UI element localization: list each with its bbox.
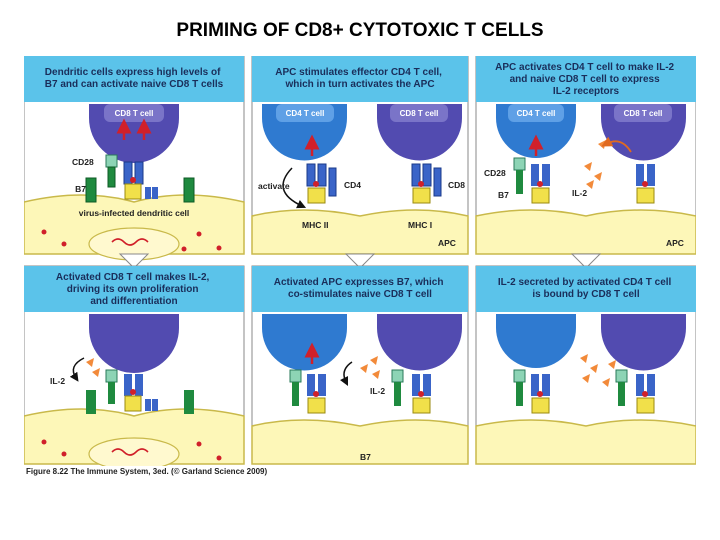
panel-header	[476, 56, 696, 102]
panel-header	[252, 266, 468, 312]
dendritic-cell	[24, 194, 245, 255]
b7-molecule	[85, 177, 97, 203]
panel-header-line: APC activates CD4 T cell to make IL-2	[495, 62, 674, 73]
cd8-t-cell	[601, 314, 686, 371]
dendritic-cell-label: virus-infected dendritic cell	[79, 208, 190, 218]
cell-label: CD4 T cell	[286, 109, 325, 118]
caption-book: The Immune System, 3ed.	[70, 467, 169, 476]
panel-header	[252, 56, 468, 102]
svg-text:Dendritic cells express high l: Dendritic cells express high levels of B…	[45, 67, 224, 90]
cd4-t-cell	[262, 314, 347, 371]
caption-copyright: (© Garland Science 2009)	[170, 467, 268, 476]
panel-header-line: IL-2 receptors	[553, 86, 620, 97]
panel-header-line: B7 and can activate naive CD8 T cells	[45, 79, 224, 90]
dendritic-cell	[24, 408, 245, 465]
il2-label: IL-2	[572, 188, 587, 198]
apc-cell	[251, 419, 469, 465]
mhc2-label: MHC II	[302, 220, 328, 230]
panel-2: APC stimulates effector CD4 T cell, whic…	[251, 56, 469, 255]
panel-header-line: and naive CD8 T cell to express	[510, 74, 660, 85]
activate-label: activate	[258, 181, 290, 191]
cell-label: CD8 T cell	[400, 109, 439, 118]
page-title: PRIMING OF CD8+ CYTOTOXIC T CELLS	[176, 20, 544, 41]
figure-diagram: Dendritic cells express high levels of B…	[24, 56, 696, 466]
panel-header-line: is bound by CD8 T cell	[532, 289, 639, 300]
svg-text:Activated APC expresses B7, wh: Activated APC expresses B7, which co-sti…	[274, 277, 446, 300]
virus-particles	[41, 229, 222, 252]
b7-label: B7	[498, 190, 509, 200]
cd8-label: CD8	[448, 180, 465, 190]
cell-label: CD8 T cell	[115, 109, 154, 118]
apc-label: APC	[666, 238, 684, 248]
cd8-t-cell	[377, 314, 462, 371]
activate-arrow	[282, 167, 307, 209]
b7-label: B7	[75, 184, 86, 194]
figure-caption: Figure 8.22 The Immune System, 3ed. (© G…	[26, 467, 267, 476]
cell-label: CD4 T cell	[517, 109, 556, 118]
cd28-receptor	[105, 154, 118, 168]
cd28-label: CD28	[484, 168, 506, 178]
b7-label: B7	[360, 452, 371, 462]
mhc1-label: MHC I	[408, 220, 432, 230]
panel-header	[476, 266, 696, 312]
panel-4: Activated CD8 T cell makes IL-2, driving…	[24, 265, 245, 466]
panel-header-line: and differentiation	[90, 296, 177, 307]
mhc	[124, 183, 142, 200]
apc-cell	[475, 209, 696, 255]
apc-label: APC	[438, 238, 456, 248]
panel-header-line: co-stimulates naive CD8 T cell	[288, 289, 432, 300]
panel-header	[24, 56, 244, 102]
panel-header-line: which in turn activates the APC	[284, 79, 434, 90]
panel-header-line: Activated CD8 T cell makes IL-2,	[56, 272, 210, 283]
panel-1: Dendritic cells express high levels of B…	[24, 56, 245, 261]
panel-5: Activated APC expresses B7, which co-sti…	[251, 265, 469, 465]
apc-cell	[475, 419, 696, 465]
panel-header	[24, 266, 244, 312]
cd28-label: CD28	[72, 157, 94, 167]
apc-cell	[251, 209, 469, 255]
cd8-t-cell	[89, 314, 179, 373]
panel-header-line: Dendritic cells express high levels of	[45, 67, 221, 78]
cell-label: CD8 T cell	[624, 109, 663, 118]
panel-header-line: APC stimulates effector CD4 T cell,	[275, 67, 442, 78]
il2-label: IL-2	[370, 386, 385, 396]
il2-label: IL-2	[50, 376, 65, 386]
svg-text:APC stimulates effector CD4 T: APC stimulates effector CD4 T cell, whic…	[275, 67, 445, 90]
panel-header-line: Activated APC expresses B7, which	[274, 277, 444, 288]
panel-header-line: IL-2 secreted by activated CD4 T cell	[498, 277, 672, 288]
svg-text:Activated CD8 T cell makes IL-: Activated CD8 T cell makes IL-2, driving…	[56, 272, 212, 307]
cd4-t-cell	[496, 314, 576, 368]
svg-text:IL-2 secreted by activated CD4: IL-2 secreted by activated CD4 T cell is…	[498, 277, 674, 300]
panel-header-line: driving its own proliferation	[67, 284, 199, 295]
cd4-label: CD4	[344, 180, 361, 190]
caption-figure: Figure 8.22	[26, 467, 69, 476]
panel-6: IL-2 secreted by activated CD4 T cell is…	[475, 265, 696, 465]
svg-text:APC activates CD4 T cell to ma: APC activates CD4 T cell to make IL-2 an…	[495, 62, 677, 97]
panel-3: APC activates CD4 T cell to make IL-2 an…	[475, 56, 696, 255]
